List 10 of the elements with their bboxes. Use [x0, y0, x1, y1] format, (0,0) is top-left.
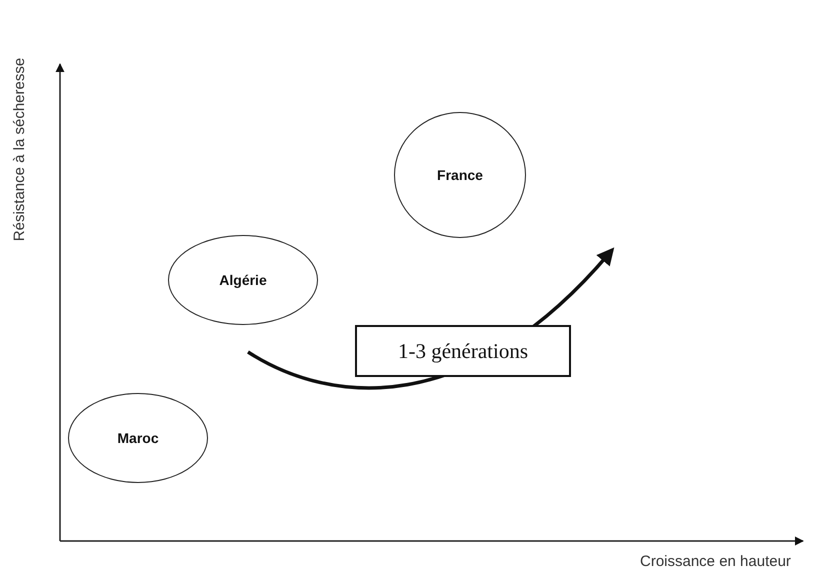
country-ellipse [394, 112, 526, 238]
node-label: France [437, 167, 483, 183]
node-label: 1-3 générations [398, 338, 528, 364]
node-label: Algérie [219, 272, 267, 288]
country-ellipse [168, 235, 318, 325]
country-ellipse [68, 393, 208, 483]
axis-title: Croissance en hauteur [640, 553, 791, 570]
node-label: Maroc [117, 430, 159, 446]
axis-title: Résistance à la sécheresse [12, 58, 28, 242]
generation-box [355, 325, 571, 377]
